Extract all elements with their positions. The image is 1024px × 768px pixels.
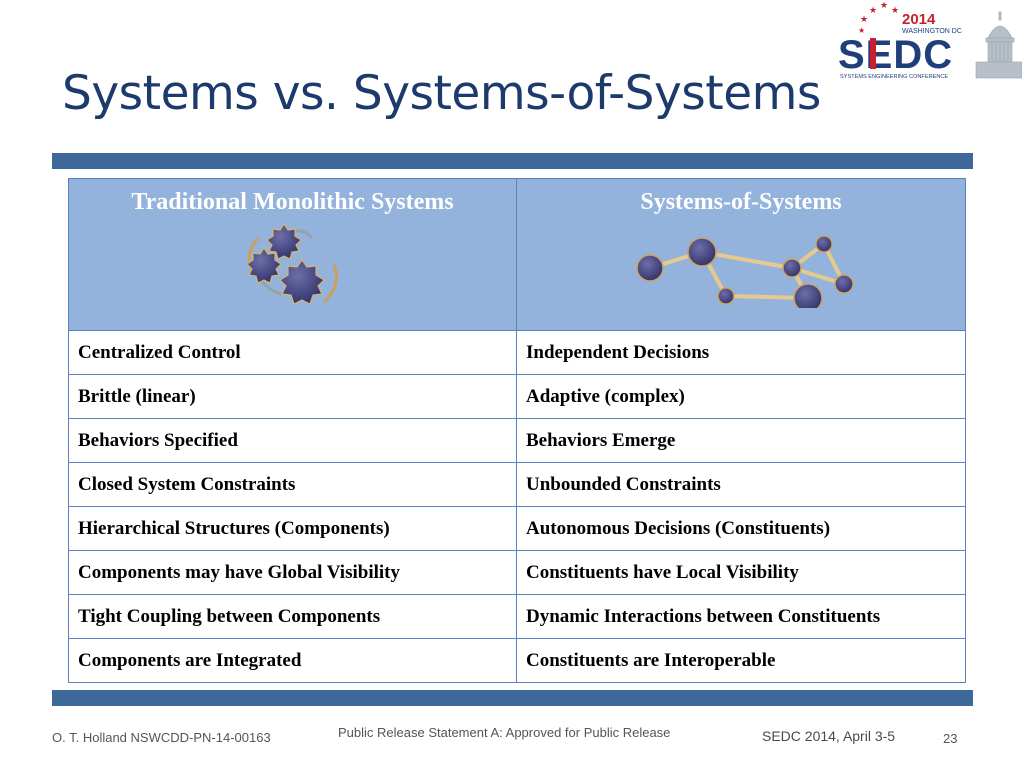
- page-number: 23: [943, 731, 958, 746]
- star-arc: ★ ★ ★ ★ ★: [858, 2, 899, 35]
- monolithic-cell: Behaviors Specified: [68, 418, 517, 463]
- table-header-row: Traditional Monolithic Systems: [68, 178, 966, 331]
- monolithic-cell: Brittle (linear): [68, 374, 517, 419]
- logo-tagline: SYSTEMS ENGINEERING CONFERENCE: [840, 74, 948, 80]
- footer-release-statement: Public Release Statement A: Approved for…: [338, 725, 671, 740]
- sos-cell: Independent Decisions: [516, 330, 966, 375]
- sedc-logo: ★ ★ ★ ★ ★ 2014 WASHINGTON DC SEDC SYSTEM…: [838, 2, 1022, 80]
- comparison-table: Traditional Monolithic Systems: [68, 178, 966, 683]
- logo-year: 2014: [902, 11, 936, 28]
- slide-title: Systems vs. Systems-of-Systems: [62, 66, 821, 121]
- header-sos: Systems-of-Systems: [516, 178, 966, 331]
- header-monolithic: Traditional Monolithic Systems: [68, 178, 517, 331]
- top-divider-bar: [52, 153, 973, 169]
- svg-text:★: ★: [858, 26, 865, 35]
- header-sos-label: Systems-of-Systems: [640, 189, 842, 215]
- gears-icon: [245, 224, 338, 305]
- table-row: Hierarchical Structures (Components) Aut…: [68, 506, 966, 551]
- svg-text:★: ★: [860, 15, 868, 25]
- logo-acronym: SEDC: [838, 33, 953, 77]
- svg-text:★: ★: [869, 6, 877, 16]
- bottom-divider-bar: [52, 690, 973, 706]
- monolithic-cell: Closed System Constraints: [68, 462, 517, 507]
- header-monolithic-label: Traditional Monolithic Systems: [131, 189, 454, 215]
- logo-location: WASHINGTON DC: [902, 28, 962, 35]
- sos-cell: Constituents have Local Visibility: [516, 550, 966, 595]
- sos-cell: Behaviors Emerge: [516, 418, 966, 463]
- svg-text:★: ★: [891, 6, 899, 16]
- table-row: Closed System Constraints Unbounded Cons…: [68, 462, 966, 507]
- table-row: Centralized Control Independent Decision…: [68, 330, 966, 375]
- svg-text:★: ★: [880, 2, 888, 11]
- footer-event-date: SEDC 2014, April 3-5: [762, 728, 896, 744]
- sos-cell: Adaptive (complex): [516, 374, 966, 419]
- sos-cell: Constituents are Interoperable: [516, 638, 966, 683]
- table-row: Components may have Global Visibility Co…: [68, 550, 966, 595]
- table-row: Tight Coupling between Components Dynami…: [68, 594, 966, 639]
- monolithic-cell: Hierarchical Structures (Components): [68, 506, 517, 551]
- logo-red-stripe: [870, 38, 876, 69]
- capitol-dome-icon: [975, 11, 1022, 79]
- monolithic-cell: Centralized Control: [68, 330, 517, 375]
- sos-cell: Unbounded Constraints: [516, 462, 966, 507]
- footer-author: O. T. Holland NSWCDD-PN-14-00163: [52, 730, 271, 745]
- monolithic-cell: Components are Integrated: [68, 638, 517, 683]
- monolithic-cell: Tight Coupling between Components: [68, 594, 517, 639]
- table-row: Behaviors Specified Behaviors Emerge: [68, 418, 966, 463]
- monolithic-cell: Components may have Global Visibility: [68, 550, 517, 595]
- sos-cell: Dynamic Interactions between Constituent…: [516, 594, 966, 639]
- network-nodes-icon: [636, 235, 854, 308]
- sos-cell: Autonomous Decisions (Constituents): [516, 506, 966, 551]
- table-row: Components are Integrated Constituents a…: [68, 638, 966, 683]
- table-row: Brittle (linear) Adaptive (complex): [68, 374, 966, 419]
